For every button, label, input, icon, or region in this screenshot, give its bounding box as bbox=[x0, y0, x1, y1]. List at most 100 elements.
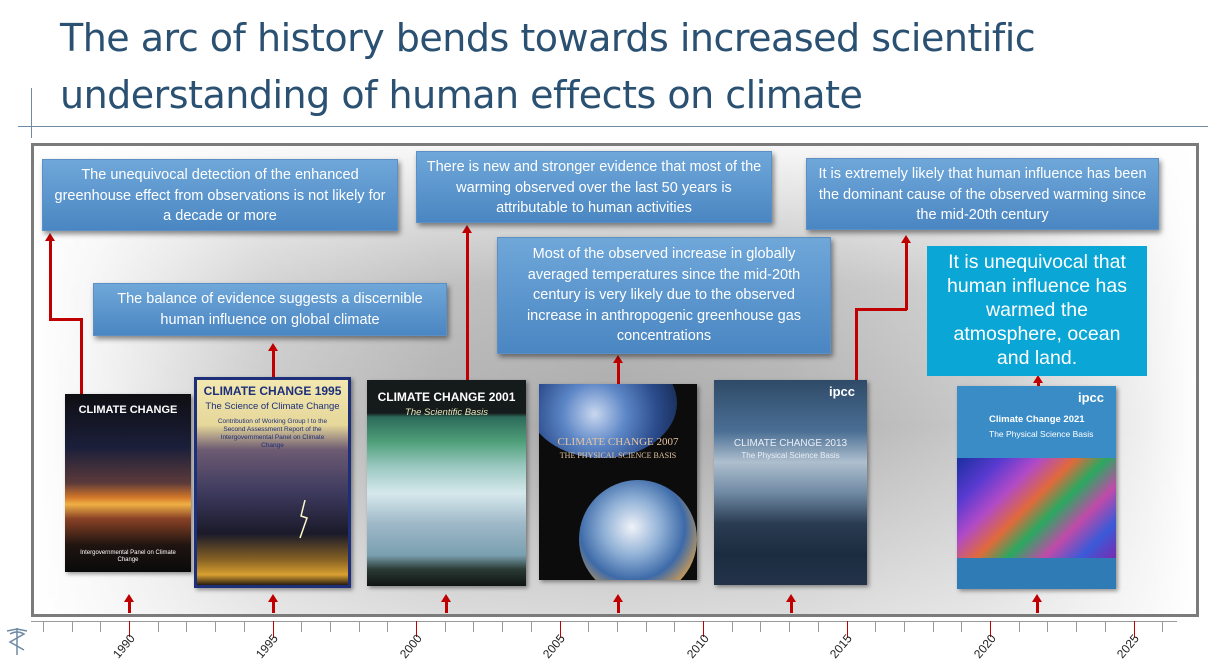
timeline-tick bbox=[473, 621, 474, 632]
year-label-2000: 2000 bbox=[397, 631, 425, 660]
cover-2013-title: CLIMATE CHANGE 2013 bbox=[733, 438, 848, 449]
cover-2021-brand: ipcc bbox=[1077, 390, 1104, 405]
timeline-tick bbox=[646, 621, 647, 632]
timeline-tick bbox=[445, 621, 446, 632]
cover-1990: CLIMATE CHANGE Intergovernmental Panel o… bbox=[65, 394, 191, 572]
year-arrowhead-2021 bbox=[1032, 594, 1042, 602]
year-arrow-2021 bbox=[1036, 601, 1039, 613]
cover-2013: ipcc CLIMATE CHANGE 2013 The Physical Sc… bbox=[714, 380, 867, 585]
timeline-tick bbox=[1047, 621, 1048, 632]
timeline-tick bbox=[961, 621, 962, 632]
cover-2007: CLIMATE CHANGE 2007 THE PHYSICAL SCIENCE… bbox=[539, 384, 697, 580]
cover-1995-body: Contribution of Working Group I to the S… bbox=[217, 418, 328, 449]
year-arrowhead-2007 bbox=[613, 594, 623, 602]
timeline-tick bbox=[1019, 621, 1020, 632]
connector-1995 bbox=[272, 350, 275, 378]
connector-1990 bbox=[80, 318, 83, 394]
timeline-tick bbox=[703, 621, 704, 637]
caduceus-logo-icon bbox=[6, 628, 28, 655]
timeline-tick bbox=[1162, 621, 1163, 632]
cover-2013-subtitle: The Physical Science Basis bbox=[741, 451, 840, 460]
timeline-tick bbox=[875, 621, 876, 632]
cover-1995-subtitle: The Science of Climate Change bbox=[205, 401, 340, 412]
year-arrow-1995 bbox=[272, 601, 275, 613]
year-arrow-1990 bbox=[128, 601, 131, 613]
year-arrow-2001 bbox=[445, 601, 448, 613]
year-arrowhead-2013 bbox=[786, 594, 796, 602]
warming-map-image bbox=[957, 458, 1116, 558]
timeline-tick bbox=[129, 621, 130, 637]
globe-bottom-image bbox=[579, 480, 697, 580]
arrowhead-1995 bbox=[268, 343, 278, 351]
quote-2001: There is new and stronger evidence that … bbox=[416, 151, 772, 223]
arrowhead-2007 bbox=[613, 355, 623, 363]
connector-2007 bbox=[617, 362, 620, 384]
timeline-tick bbox=[847, 621, 848, 637]
quote-2021: It is unequivocal that human influence h… bbox=[927, 246, 1147, 376]
timeline-tick bbox=[273, 621, 274, 637]
connector-2001 bbox=[466, 232, 469, 380]
cover-1995-title: CLIMATE CHANGE 1995 bbox=[203, 384, 342, 398]
timeline-axis bbox=[31, 621, 1177, 622]
cover-1990-footer: Intergovernmental Panel on Climate Chang… bbox=[80, 550, 176, 563]
slide-title: The arc of history bends towards increas… bbox=[60, 16, 1036, 117]
timeline-tick bbox=[904, 621, 905, 632]
timeline-tick bbox=[818, 621, 819, 632]
cover-2001: CLIMATE CHANGE 2001 The Scientific Basis bbox=[367, 380, 526, 586]
timeline-tick bbox=[1076, 621, 1077, 632]
timeline-tick bbox=[330, 621, 331, 632]
year-label-2020: 2020 bbox=[971, 631, 999, 660]
connector-1990-h bbox=[49, 318, 83, 321]
connector-2021 bbox=[1037, 382, 1040, 386]
quote-1990: The unequivocal detection of the enhance… bbox=[42, 159, 398, 231]
timeline-tick bbox=[72, 621, 73, 632]
year-arrowhead-1990 bbox=[124, 594, 134, 602]
lightning-bolt bbox=[299, 500, 308, 539]
timeline-tick bbox=[789, 621, 790, 632]
cover-2021-subtitle: The Physical Science Basis bbox=[989, 429, 1094, 439]
quote-2013: It is extremely likely that human influe… bbox=[806, 158, 1159, 230]
connector-1990-v bbox=[49, 240, 52, 320]
arrowhead-2001 bbox=[462, 225, 472, 233]
timeline-tick bbox=[990, 621, 991, 637]
timeline-tick bbox=[43, 621, 44, 632]
arrowhead-2013 bbox=[901, 235, 911, 243]
timeline-tick bbox=[933, 621, 934, 632]
timeline-tick bbox=[387, 621, 388, 632]
connector-2013 bbox=[855, 310, 858, 380]
arrowhead-1990 bbox=[45, 233, 55, 241]
cover-2001-subtitle: The Scientific Basis bbox=[405, 407, 488, 418]
timeline-tick bbox=[760, 621, 761, 632]
year-label-2005: 2005 bbox=[540, 631, 568, 660]
connector-2013-h bbox=[855, 308, 907, 311]
cover-2021-title: Climate Change 2021 bbox=[989, 414, 1085, 425]
timeline-tick bbox=[359, 621, 360, 632]
arrowhead-2021 bbox=[1033, 375, 1043, 383]
quote-2007: Most of the observed increase in globall… bbox=[497, 237, 831, 354]
cover-1995: CLIMATE CHANGE 1995 The Science of Clima… bbox=[194, 377, 351, 588]
year-label-1990: 1990 bbox=[110, 631, 138, 660]
year-arrow-2007 bbox=[617, 601, 620, 613]
cover-2013-brand: ipcc bbox=[828, 384, 855, 399]
year-label-2025: 2025 bbox=[1114, 631, 1142, 660]
title-accent-bar bbox=[31, 88, 32, 138]
timeline-tick bbox=[244, 621, 245, 632]
timeline-tick bbox=[732, 621, 733, 632]
connector-2013-v bbox=[905, 242, 908, 310]
title-rule bbox=[18, 126, 1208, 127]
cover-2021: ipcc Climate Change 2021 The Physical Sc… bbox=[957, 386, 1116, 589]
cover-2001-title: CLIMATE CHANGE 2001 bbox=[377, 390, 516, 404]
timeline-tick bbox=[674, 621, 675, 632]
timeline-tick bbox=[301, 621, 302, 632]
timeline-tick bbox=[215, 621, 216, 632]
timeline-tick bbox=[588, 621, 589, 632]
year-label-2010: 2010 bbox=[684, 631, 712, 660]
year-arrowhead-1995 bbox=[268, 594, 278, 602]
quote-1995: The balance of evidence suggests a disce… bbox=[93, 283, 447, 336]
timeline-tick bbox=[1134, 621, 1135, 637]
year-label-1995: 1995 bbox=[253, 631, 281, 660]
cover-2007-subtitle: THE PHYSICAL SCIENCE BASIS bbox=[559, 451, 677, 460]
timeline-tick bbox=[186, 621, 187, 632]
timeline-tick bbox=[100, 621, 101, 632]
